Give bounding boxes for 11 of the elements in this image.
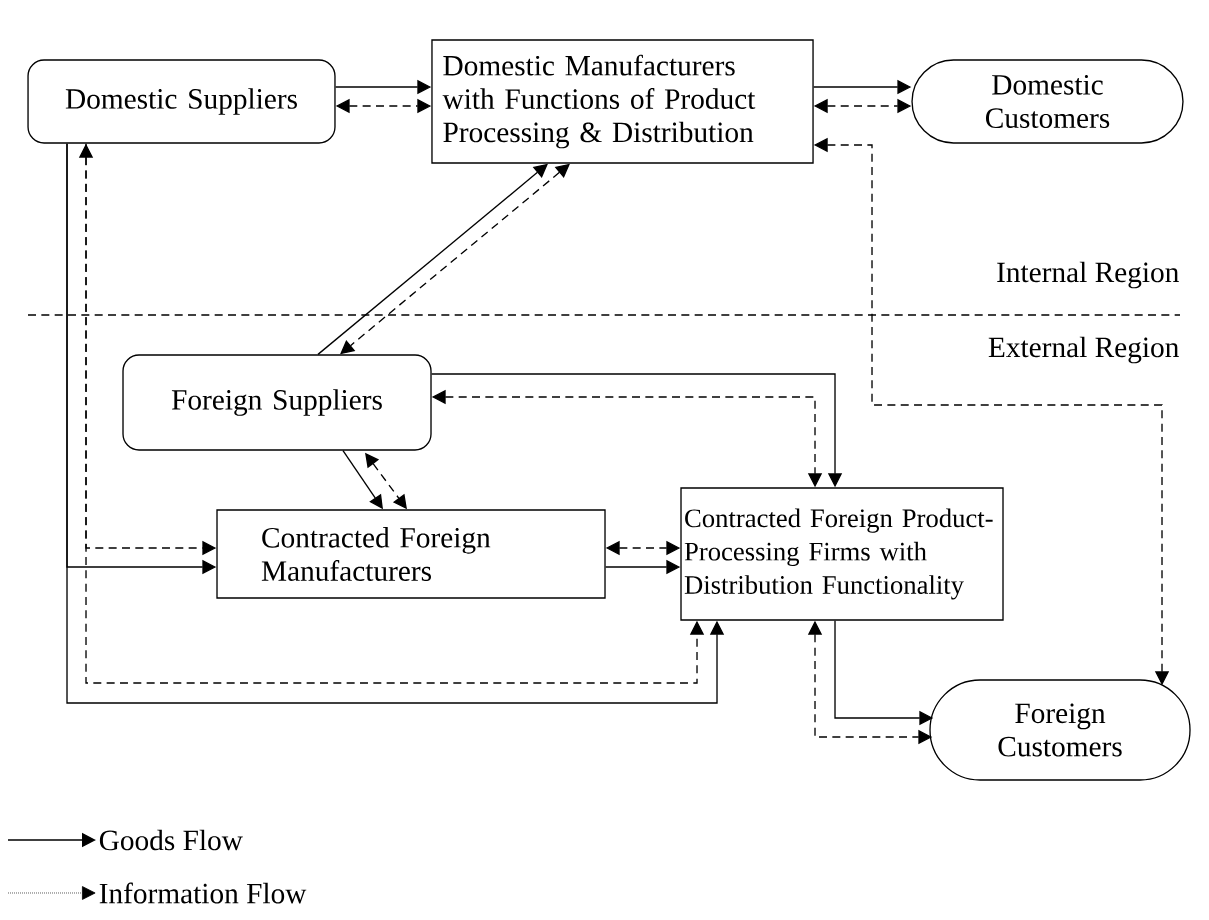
legend-text: Information Flow (99, 882, 307, 904)
rounded-box: Foreign Suppliers (122, 354, 432, 451)
process-box: Domestic Manufacturers with Functions of Product Processing & Distribution (431, 39, 814, 164)
arrow (317, 163, 548, 356)
region-label: External Region (988, 336, 1179, 364)
legend-text: Goods Flow (99, 829, 243, 851)
arrow (340, 163, 570, 355)
process-box: Contracted Foreign Product-Processing Firms with Distribution Functionality (680, 487, 1004, 621)
region-label: Internal Region (997, 261, 1179, 289)
process-box: Contracted Foreign Manufacturers (216, 509, 606, 599)
rounded-box: Domestic Suppliers (27, 59, 336, 144)
